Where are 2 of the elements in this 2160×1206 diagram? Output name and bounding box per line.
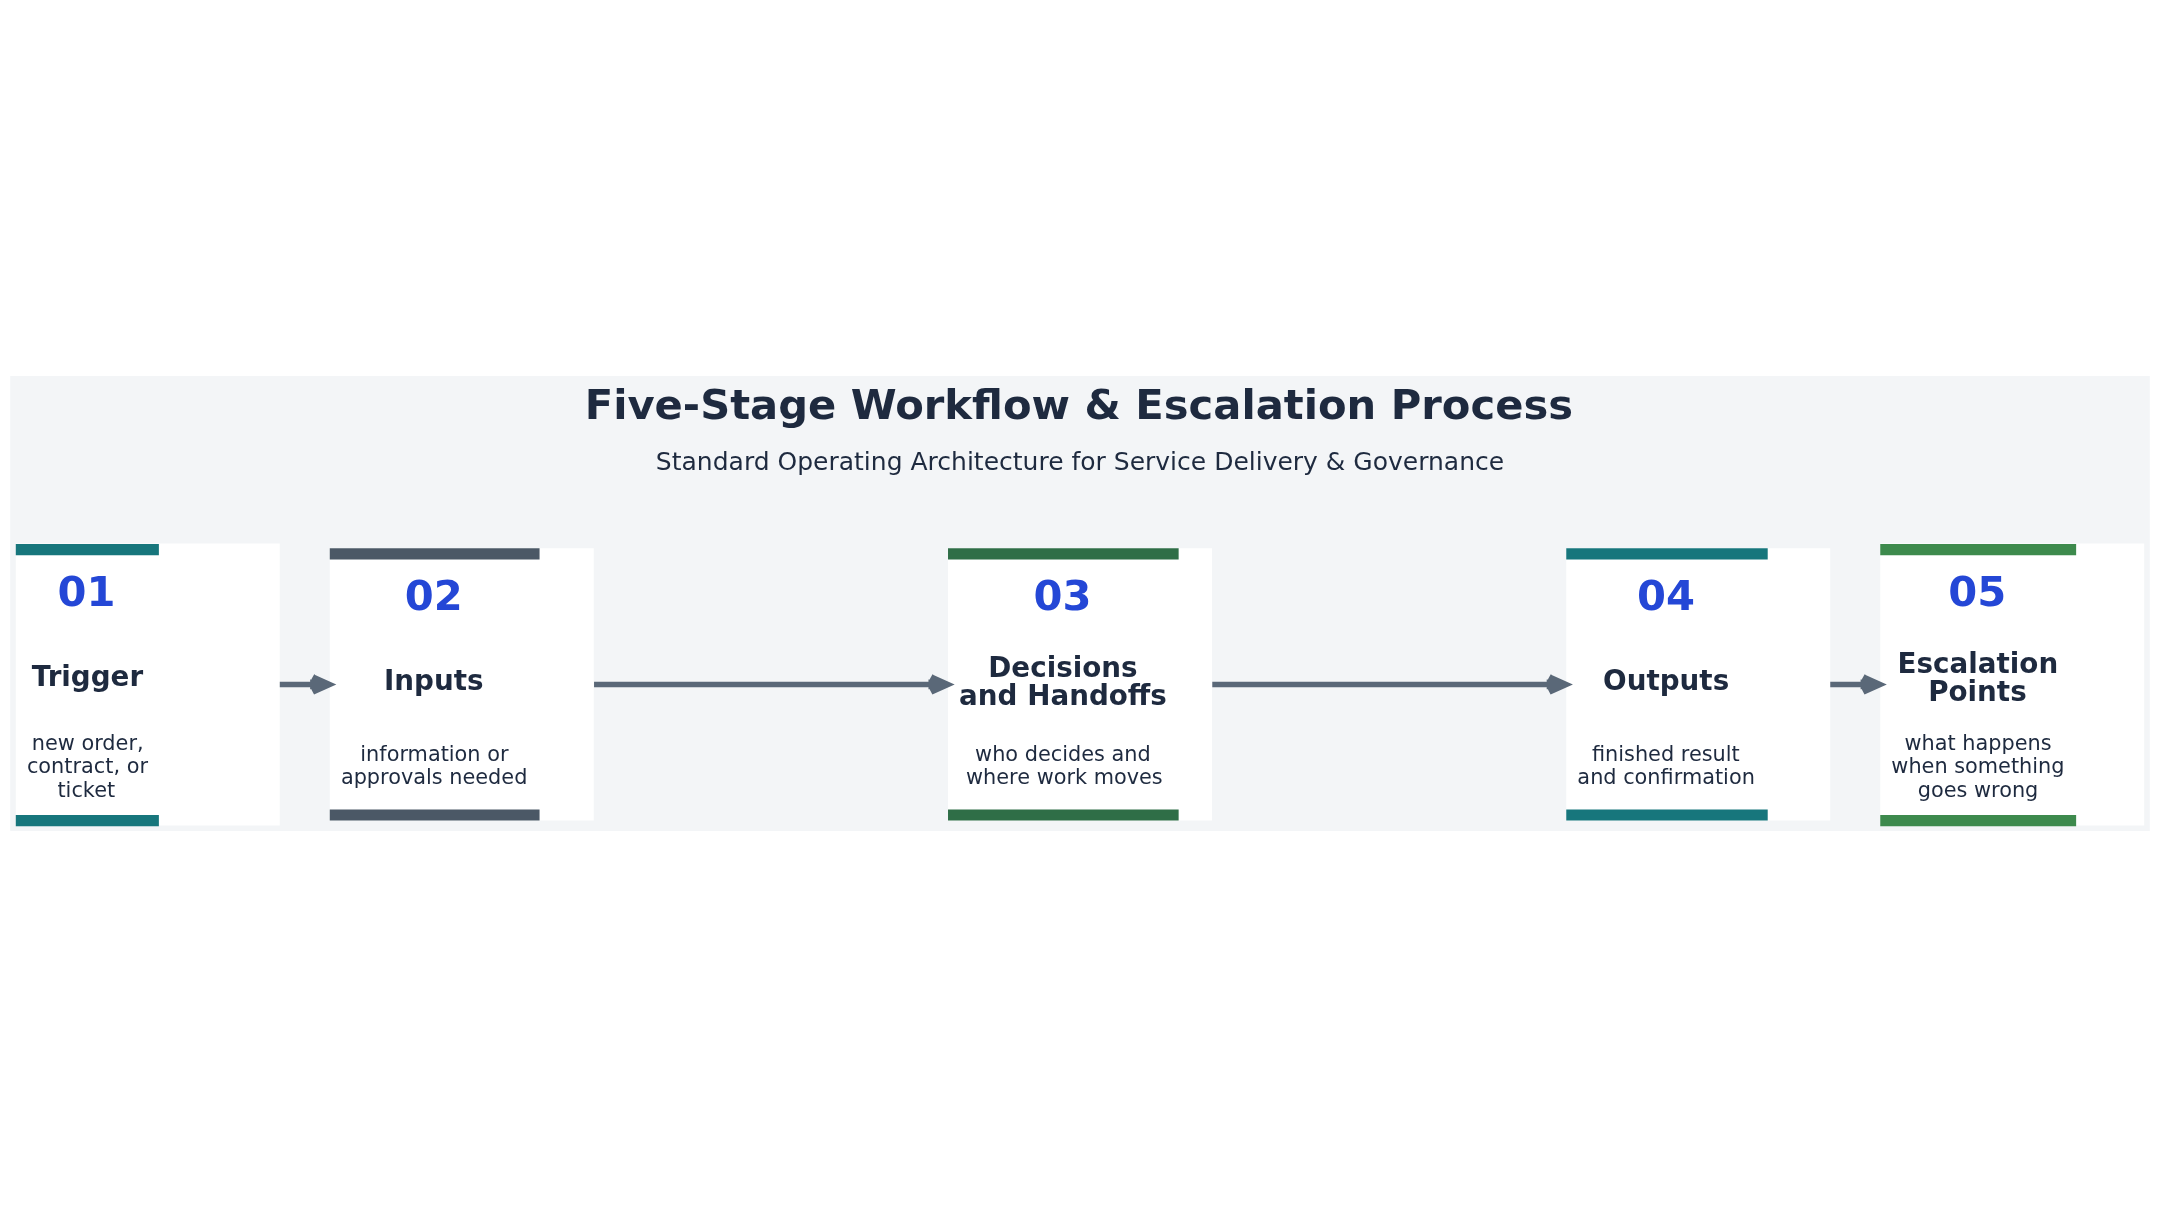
- diagram-title: Five-Stage Workflow & Escalation Process: [584, 379, 1574, 429]
- label: Standard Operating Architecture for Service Delivery & Governance: [655, 446, 1505, 476]
